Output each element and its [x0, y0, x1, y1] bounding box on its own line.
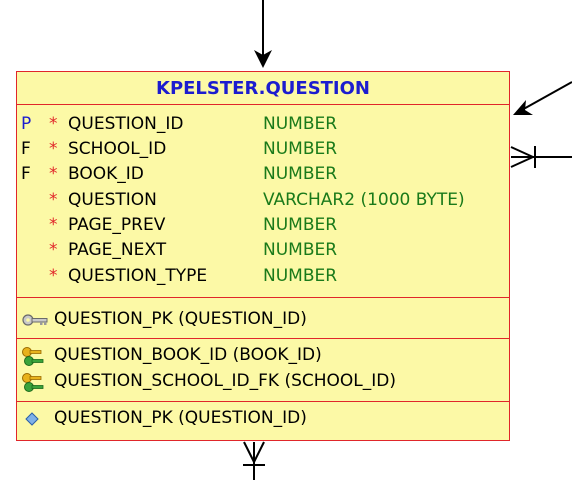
- column-name: PAGE_PREV: [68, 215, 166, 235]
- index-diamond-icon: [25, 412, 39, 426]
- column-row[interactable]: F * SCHOOL_ID NUMBER: [17, 137, 509, 162]
- column-type: VARCHAR2 (1000 BYTE): [263, 190, 465, 210]
- index-label: QUESTION_PK (QUESTION_ID): [54, 408, 307, 428]
- column-name: PAGE_NEXT: [68, 240, 167, 260]
- required-marker: *: [49, 114, 58, 134]
- foreign-key-label: QUESTION_SCHOOL_ID_FK (SCHOOL_ID): [54, 371, 397, 391]
- primary-key-label: QUESTION_PK (QUESTION_ID): [54, 309, 307, 329]
- relationship-crowsfoot-right[interactable]: [510, 146, 572, 168]
- relationship-arrow-right[interactable]: [513, 81, 572, 115]
- section-divider: [17, 297, 509, 298]
- required-marker: *: [49, 266, 58, 286]
- primary-key-marker: P: [21, 114, 32, 134]
- required-marker: *: [49, 139, 58, 159]
- table-entity-box[interactable]: KPELSTER.QUESTION P * QUESTION_ID NUMBER…: [16, 71, 510, 441]
- primary-key-row[interactable]: QUESTION_PK (QUESTION_ID): [17, 307, 509, 332]
- column-type: NUMBER: [263, 240, 338, 260]
- column-type: NUMBER: [263, 139, 338, 159]
- column-type: NUMBER: [263, 164, 338, 184]
- column-type: NUMBER: [263, 215, 338, 235]
- column-name: QUESTION_TYPE: [68, 266, 208, 286]
- foreign-key-row[interactable]: QUESTION_SCHOOL_ID_FK (SCHOOL_ID): [17, 369, 509, 394]
- column-row[interactable]: P * QUESTION_ID NUMBER: [17, 112, 509, 137]
- required-marker: *: [49, 164, 58, 184]
- column-name: QUESTION: [68, 190, 157, 210]
- foreign-key-icon: [22, 347, 44, 366]
- required-marker: *: [49, 190, 58, 210]
- entity-title[interactable]: KPELSTER.QUESTION: [17, 72, 509, 105]
- column-name: QUESTION_ID: [68, 114, 184, 134]
- column-row[interactable]: * PAGE_PREV NUMBER: [17, 213, 509, 238]
- column-row[interactable]: * PAGE_NEXT NUMBER: [17, 238, 509, 263]
- key-icon: [22, 314, 48, 326]
- required-marker: *: [49, 240, 58, 260]
- foreign-key-marker: F: [21, 139, 31, 159]
- column-name: SCHOOL_ID: [68, 139, 167, 159]
- relationship-crowsfoot-bottom[interactable]: [243, 441, 265, 480]
- column-row[interactable]: F * BOOK_ID NUMBER: [17, 162, 509, 187]
- required-marker: *: [49, 215, 58, 235]
- relationship-arrow-top[interactable]: [254, 0, 272, 68]
- section-divider: [17, 401, 509, 402]
- foreign-key-label: QUESTION_BOOK_ID (BOOK_ID): [54, 345, 322, 365]
- foreign-key-marker: F: [21, 164, 31, 184]
- index-row[interactable]: QUESTION_PK (QUESTION_ID): [17, 406, 509, 431]
- column-row[interactable]: * QUESTION VARCHAR2 (1000 BYTE): [17, 188, 509, 213]
- foreign-key-icon: [22, 373, 44, 392]
- column-row[interactable]: * QUESTION_TYPE NUMBER: [17, 264, 509, 289]
- column-type: NUMBER: [263, 266, 338, 286]
- column-name: BOOK_ID: [68, 164, 144, 184]
- column-type: NUMBER: [263, 114, 338, 134]
- section-divider: [17, 338, 509, 339]
- foreign-key-row[interactable]: QUESTION_BOOK_ID (BOOK_ID): [17, 343, 509, 368]
